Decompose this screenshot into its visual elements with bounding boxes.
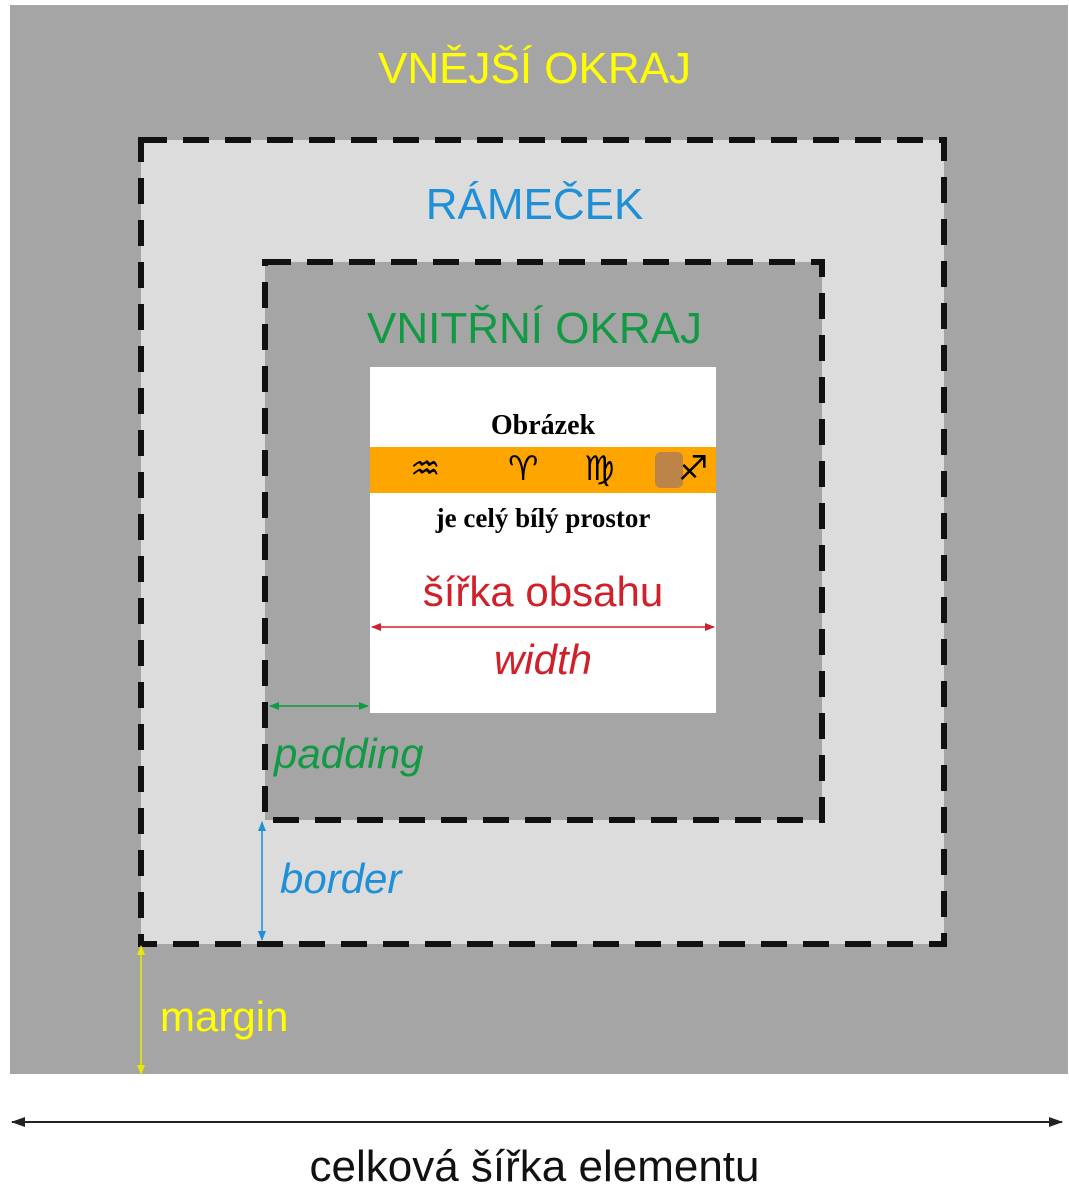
padding-title: VNITŘNÍ OKRAJ [367,304,702,353]
outer-border-dashed [138,137,947,947]
aries-icon: ♈ [508,449,539,489]
virgo-icon: ♍ [584,449,615,489]
inner-border-dashed [262,259,825,823]
border-title: RÁMEČEK [425,180,644,229]
zodiac-image-strip: ♒ ♈ ♍ ♐ [370,447,716,493]
image-smudge [655,452,683,488]
border-label: border [280,855,402,902]
aquarius-icon: ♒ [410,449,441,489]
padding-label: padding [274,730,424,777]
content-width-label: šířka obsahu [422,568,664,615]
image-note: je celý bílý prostor [435,503,651,533]
width-label: width [493,636,593,683]
image-title: Obrázek [490,410,596,441]
sagittarius-icon: ♐ [678,449,709,489]
total-width-label: celková šířka elementu [309,1142,760,1191]
margin-label: margin [160,993,289,1040]
content-box [370,367,716,713]
margin-title: VNĚJŠÍ OKRAJ [378,44,691,93]
